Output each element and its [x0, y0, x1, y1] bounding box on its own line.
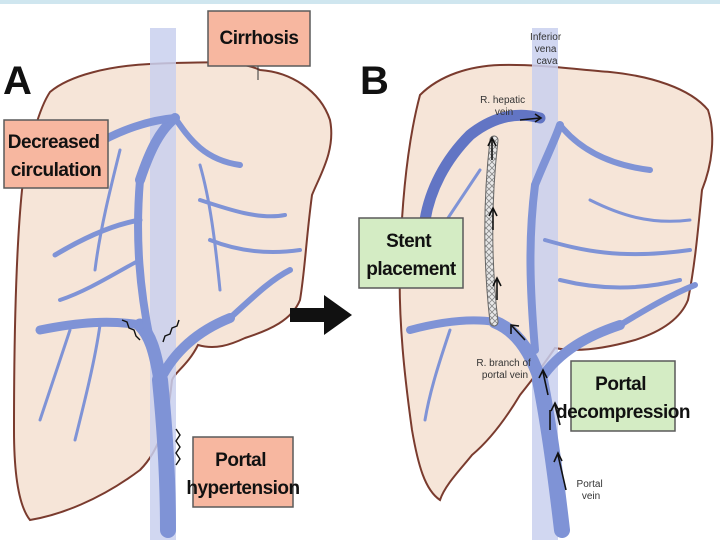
callout-portal-decompression: Portal decompression [556, 360, 690, 432]
vessels-a [27, 113, 302, 538]
panel-b: B [360, 28, 714, 540]
callout-stent-placement: Stent placement [358, 217, 464, 289]
label-portal-vein: Portal vein [577, 479, 606, 502]
portal-hypertension-text: Portal hypertension [186, 450, 299, 499]
transition-arrow [290, 295, 352, 335]
callout-decreased-circulation: Decreased circulation [3, 119, 109, 189]
callout-cirrhosis: Cirrhosis [207, 10, 311, 67]
label-right-hepatic-vein: R. hepatic vein [480, 95, 528, 118]
right-hepatic-vein [419, 109, 546, 226]
top-strip [0, 0, 720, 4]
portal-decompression-text: Portal decompression [556, 374, 690, 423]
label-right-branch-portal-vein: R. branch of portal vein [476, 358, 533, 381]
flow-arrows-a [121, 319, 181, 466]
vessels-b [406, 121, 698, 538]
panel-b-letter: B [360, 59, 389, 103]
cirrhosis-text: Cirrhosis [220, 28, 299, 49]
label-inferior-vena-cava: Inferior vena cava [530, 32, 564, 67]
callout-portal-hypertension: Portal hypertension [186, 436, 300, 508]
panel-a-letter: A [3, 59, 32, 103]
decreased-circulation-text: Decreased circulation [8, 132, 104, 181]
stent-placement-text: Stent placement [366, 231, 457, 280]
flow-arrows-b [487, 113, 567, 491]
